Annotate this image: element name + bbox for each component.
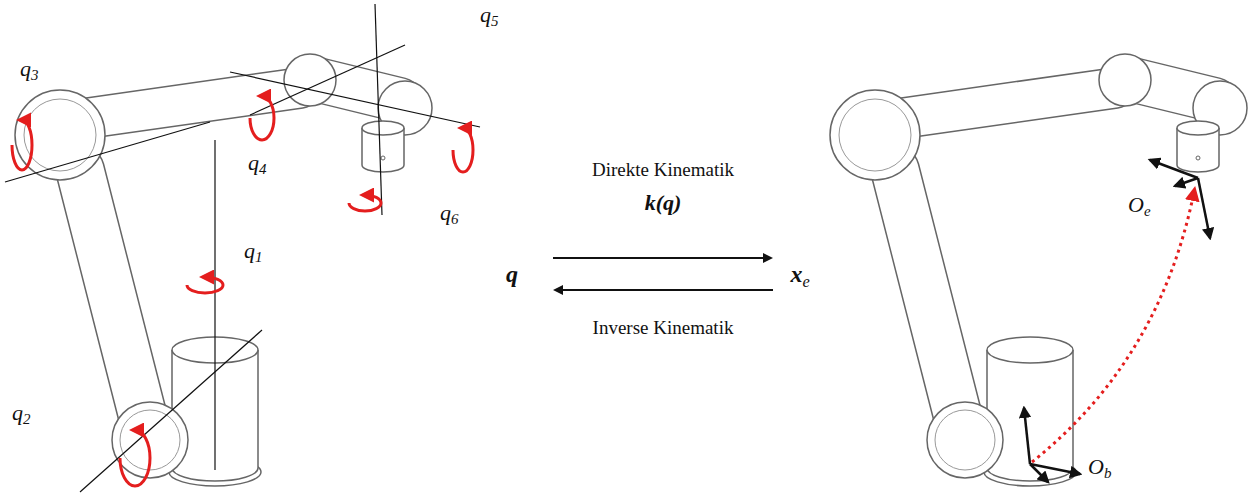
text-label: Inverse Kinematik: [593, 318, 734, 337]
axis-line: [375, 4, 382, 215]
symbol-label: Oe: [1128, 194, 1151, 216]
frame-axis: [1150, 160, 1198, 178]
symbol-label: Ob: [1088, 456, 1111, 478]
text-label: Direkte Kinematik: [592, 160, 734, 179]
end-effector-frame: [1150, 160, 1210, 238]
joint-axes: [5, 4, 480, 492]
frame-axis: [1175, 178, 1198, 186]
base-frame: [1024, 408, 1080, 482]
rotation-arrow: [12, 120, 32, 170]
rotation-arrow: [453, 128, 473, 172]
robot-left: [15, 54, 432, 486]
axis-line: [250, 45, 405, 115]
symbol-label: q5: [480, 4, 498, 26]
frame-axis: [1024, 408, 1030, 464]
text-label: xe: [790, 262, 809, 286]
rotation-arrow: [120, 430, 150, 486]
robot-right: [830, 54, 1247, 486]
rotation-arrows: [12, 96, 473, 486]
symbol-label: q6: [440, 202, 458, 224]
rotation-arrow: [349, 195, 381, 211]
axis-line: [214, 140, 215, 470]
rotation-arrow: [187, 277, 223, 293]
inverse-arrow: [555, 289, 773, 291]
rotation-arrow: [250, 96, 274, 140]
text-label: k(q): [645, 192, 682, 214]
axis-line: [5, 122, 210, 182]
symbol-label: q4: [248, 152, 266, 174]
pose-curve: [1032, 192, 1194, 462]
frame-axis: [1030, 464, 1048, 482]
frame-axis: [1198, 178, 1210, 238]
forward-arrow: [553, 257, 771, 259]
axis-line: [80, 330, 262, 492]
text-label: q: [506, 262, 518, 286]
symbol-label: q1: [244, 240, 262, 262]
symbol-label: q3: [20, 58, 38, 80]
symbol-label: q2: [12, 402, 30, 424]
